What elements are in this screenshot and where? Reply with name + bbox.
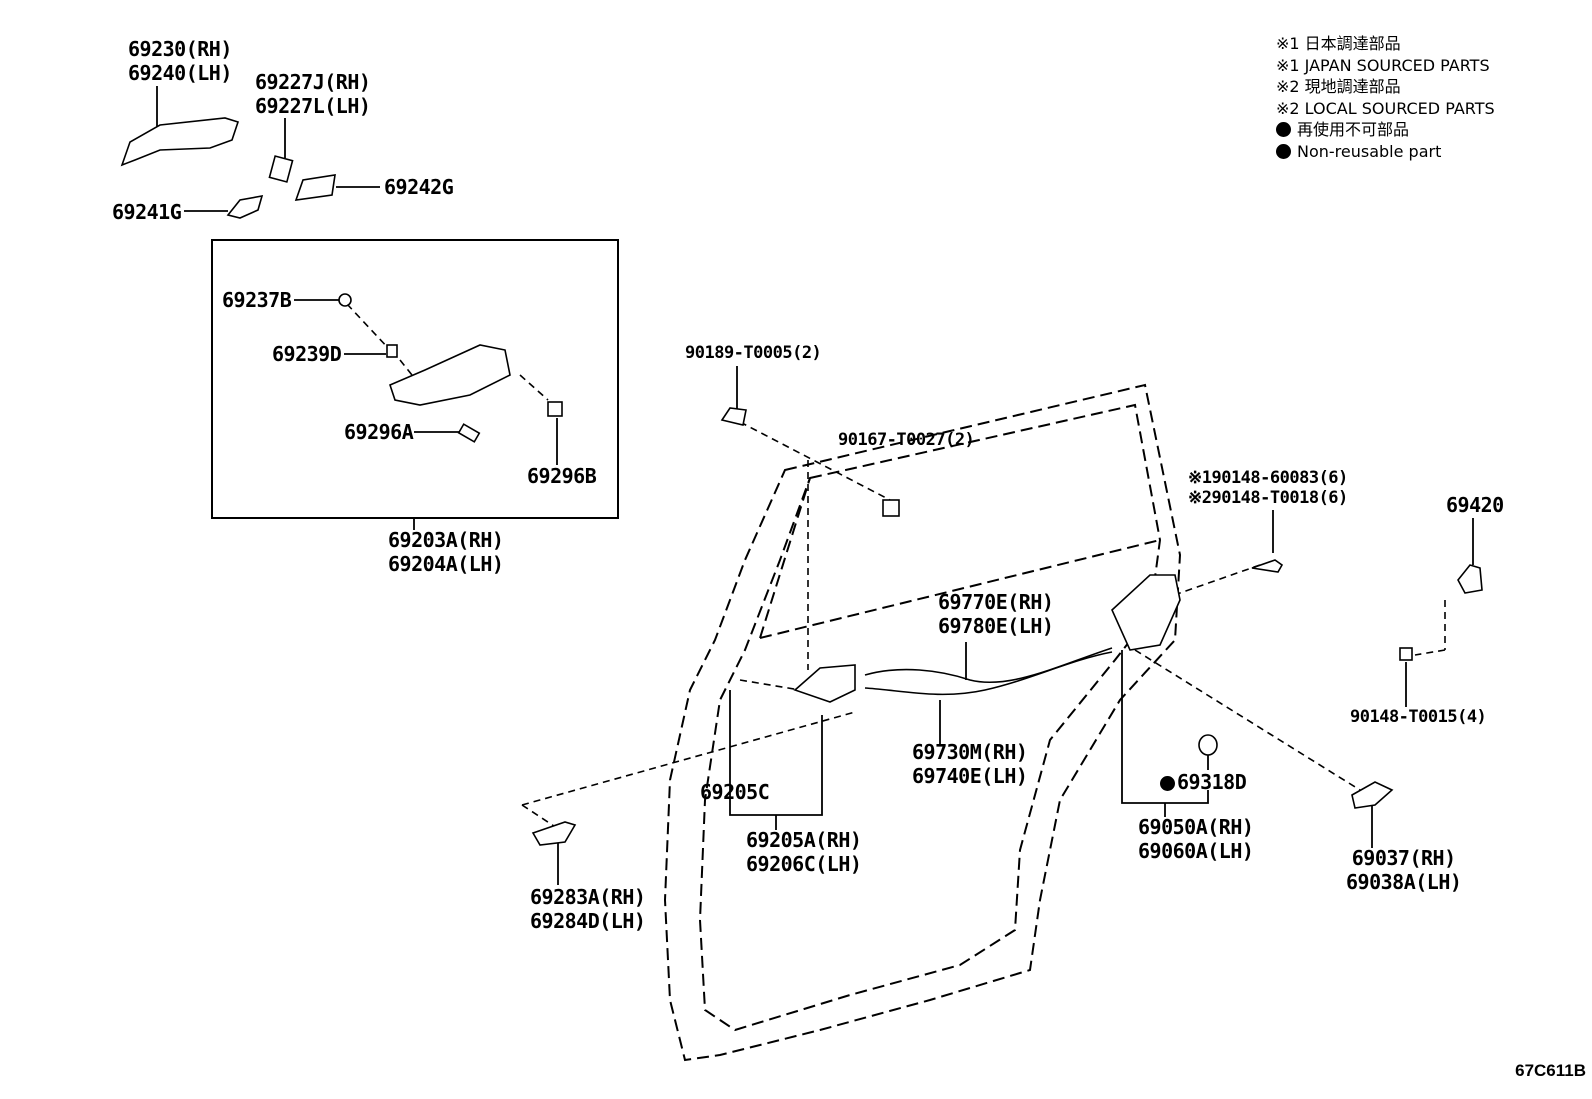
label-69242G: 69242G xyxy=(384,175,454,199)
legend: ※1 日本調達部品 ※1 JAPAN SOURCED PARTS ※2 現地調達… xyxy=(1276,33,1495,162)
cables xyxy=(864,647,1113,696)
handle-cover-shape xyxy=(268,155,294,183)
legend-nonreusable-jp: 再使用不可部品 xyxy=(1276,119,1495,141)
outer-handle-shape xyxy=(120,117,240,167)
cap-shape xyxy=(338,293,352,307)
grommet-shape xyxy=(1198,734,1218,756)
cover-shape xyxy=(531,821,577,846)
bolt-90167-shape xyxy=(882,499,900,517)
label-90167: 90167-T0027(2) xyxy=(838,430,975,450)
label-69037: 69037(RH)69038A(LH) xyxy=(1346,846,1462,894)
striker-shape xyxy=(1457,564,1483,594)
legend-local-jp: ※2 現地調達部品 xyxy=(1276,77,1401,96)
label-69730M: 69730M(RH)69740E(LH) xyxy=(912,740,1028,788)
drawing-reference: 67C611B xyxy=(1515,1061,1586,1080)
label-90189: 90189-T0005(2) xyxy=(685,343,822,363)
legend-local-en: ※2 LOCAL SOURCED PARTS xyxy=(1276,98,1495,118)
clip-shape xyxy=(720,407,747,426)
label-69296B: 69296B xyxy=(527,464,597,488)
door-outline xyxy=(663,383,1182,1062)
label-90148-60083: ※190148-60083(6) xyxy=(1188,468,1348,488)
label-69205C: 69205C xyxy=(700,780,770,804)
screw-a-shape xyxy=(457,423,481,443)
part-glyphs xyxy=(120,117,1483,846)
bolt-90148-shape xyxy=(1251,559,1284,573)
label-90148-T0018: ※290148-T0018(6) xyxy=(1188,488,1348,508)
handle-assembly-box xyxy=(211,239,619,519)
bullet-icon xyxy=(1276,122,1291,137)
label-69227: 69227J(RH)69227L(LH) xyxy=(255,70,371,118)
legend-nonreusable-en: Non-reusable part xyxy=(1276,141,1495,163)
label-90148-T0015: 90148-T0015(4) xyxy=(1350,707,1487,727)
label-69230: 69230(RH)69240(LH) xyxy=(128,37,232,85)
label-69770E: 69770E(RH)69780E(LH) xyxy=(938,590,1054,638)
legend-japan-en: ※1 JAPAN SOURCED PARTS xyxy=(1276,55,1490,75)
pad-shape xyxy=(226,194,264,219)
screw-b-shape xyxy=(547,401,563,417)
label-69318D: 69318D xyxy=(1160,770,1247,794)
spring-shape xyxy=(386,344,398,358)
label-69283A: 69283A(RH)69284D(LH) xyxy=(530,885,646,933)
label-69050A: 69050A(RH)69060A(LH) xyxy=(1138,815,1254,863)
label-69296A: 69296A xyxy=(344,420,414,444)
lock-shape xyxy=(1111,574,1181,651)
leader-lines xyxy=(156,86,1474,885)
nonreusable-bullet-icon xyxy=(1160,776,1175,791)
screw-90148c-shape xyxy=(1399,647,1413,661)
label-69239D: 69239D xyxy=(272,342,342,366)
legend-japan-jp: ※1 日本調達部品 xyxy=(1276,34,1401,53)
label-69420: 69420 xyxy=(1446,493,1504,517)
label-69241G: 69241G xyxy=(112,200,182,224)
protector-shape xyxy=(1351,781,1394,809)
label-69205A: 69205A(RH)69206C(LH) xyxy=(746,828,862,876)
bullet-icon xyxy=(1276,143,1291,159)
gasket-shape xyxy=(294,174,336,201)
label-69203A: 69203A(RH)69204A(LH) xyxy=(388,528,504,576)
inner-handle-shape xyxy=(793,664,856,703)
frame-shape xyxy=(389,344,511,406)
label-69237B: 69237B xyxy=(222,288,292,312)
